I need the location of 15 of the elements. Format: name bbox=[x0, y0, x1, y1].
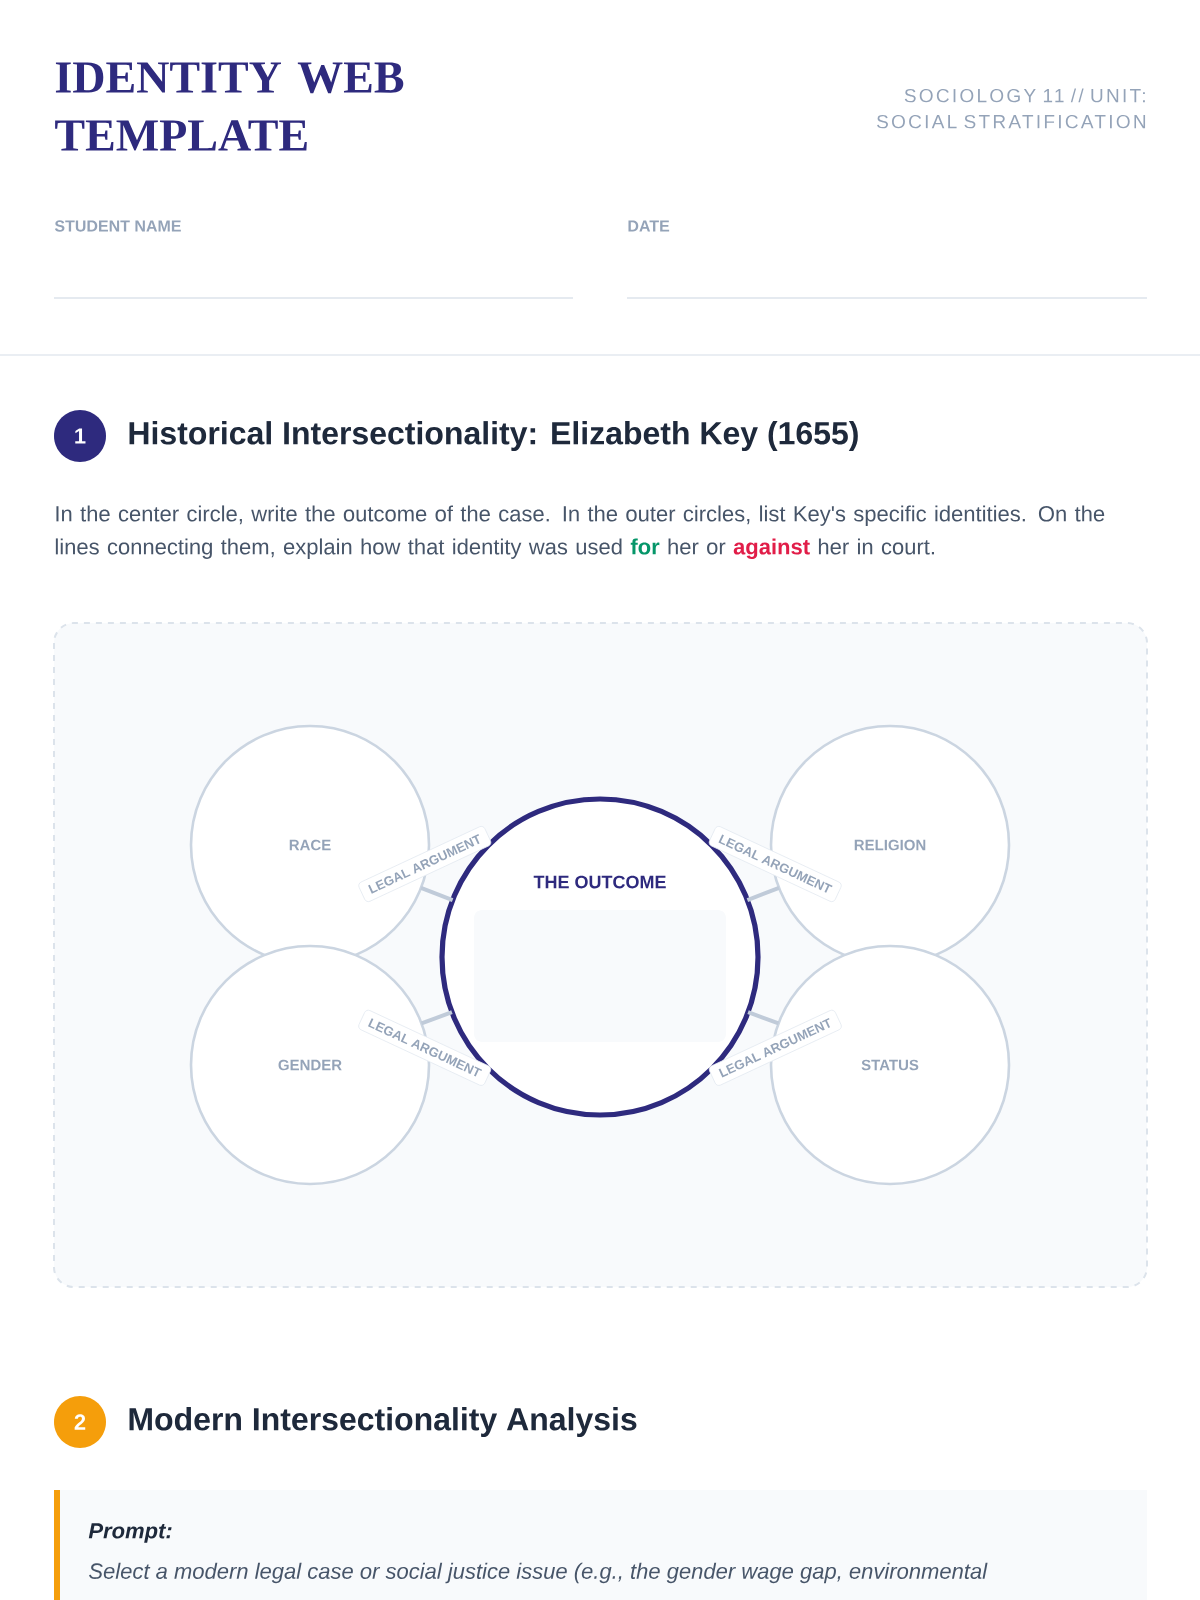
section-heading: Historical Intersectionality: Elizabeth Key (1655) bbox=[129, 421, 858, 451]
connector-line bbox=[746, 886, 780, 902]
connector-line bbox=[420, 886, 454, 902]
prompt-text: Select a modern legal case or social justice issue (e.g., the gender wage gap, environmental bbox=[89, 1562, 988, 1584]
field-label: STUDENT NAME bbox=[54, 220, 181, 232]
prompt-heading: Prompt: bbox=[88, 1523, 172, 1543]
section-number: 1 bbox=[54, 410, 106, 462]
section-heading: Modern Intersectionality Analysis bbox=[129, 1407, 637, 1437]
connector-line bbox=[420, 1010, 453, 1026]
connector-line bbox=[747, 1010, 780, 1026]
section-number: 2 bbox=[54, 1396, 106, 1448]
course-label: SOCIOLOGY 11 // UNIT: SOCIAL STRATIFICATION bbox=[877, 88, 1146, 129]
title: IDENTITY WEB TEMPLATE bbox=[55, 62, 404, 151]
instructions: In the center circle, write the outcome of the case. In the outer circles, list Key's specific identities. On the lines connecting them, explain how that identity was used for her or against her in court. bbox=[55, 505, 1105, 559]
field-label: DATE bbox=[628, 220, 670, 232]
